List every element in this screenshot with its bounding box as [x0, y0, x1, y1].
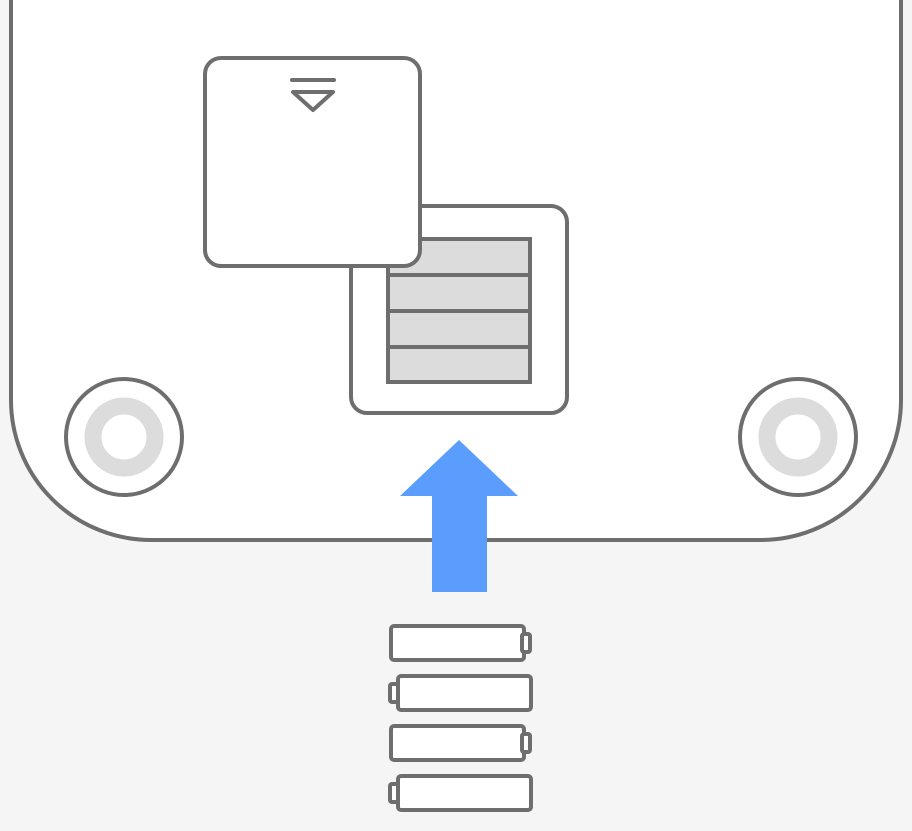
battery-icon — [388, 674, 533, 712]
battery-icon — [388, 774, 533, 812]
installed-cell — [386, 273, 532, 313]
battery-cover[interactable] — [203, 56, 422, 268]
loose-batteries — [388, 624, 533, 812]
right-rubber-foot — [738, 377, 858, 497]
installed-cell — [386, 309, 532, 349]
installed-cell — [386, 345, 532, 384]
battery-icon — [389, 724, 532, 762]
battery-compartment — [349, 204, 569, 415]
battery-icon — [389, 624, 532, 662]
open-triangle-icon — [290, 78, 336, 112]
left-rubber-foot — [64, 377, 184, 497]
arrow-up-icon — [400, 440, 518, 592]
